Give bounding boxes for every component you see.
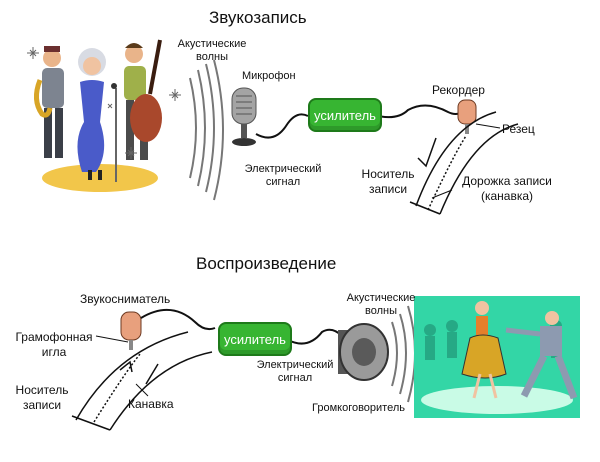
playback-title: Воспроизведение (196, 254, 337, 273)
pickup-icon (120, 311, 142, 350)
wire-pickup-to-amp (140, 309, 216, 331)
microphone-label: Микрофон (242, 70, 296, 82)
electric-signal-label-playback: Электрический сигнал (256, 359, 334, 384)
speaker-label: Громкоговоритель (312, 402, 405, 414)
record-medium-recording (409, 111, 519, 215)
speaker-icon (338, 323, 389, 381)
medium-label-recording: Носитель записи (361, 167, 415, 196)
cutter-label: Резец (502, 122, 535, 136)
cutter-pointer (475, 123, 501, 129)
dancing-couple-illustration (414, 296, 580, 418)
amplifier-box-playback: усилитель (218, 322, 292, 356)
recording-title: Звукозапись (209, 8, 307, 27)
pickup-label: Звукосниматель (80, 292, 171, 306)
wire-amp-to-recorder (377, 104, 463, 119)
groove-label: Канавка (128, 397, 174, 411)
acoustic-waves-recording (189, 59, 224, 201)
track-pointer (431, 189, 453, 199)
recorder-icon (457, 99, 477, 134)
direction-arrow-recording (417, 137, 437, 168)
record-medium-playback (71, 331, 213, 431)
acoustic-waves-label-recording: Акустические волны (177, 38, 247, 63)
medium-label-playback: Носитель записи (15, 383, 69, 412)
needle-pointer (95, 335, 129, 343)
groove-pointer (135, 383, 149, 397)
wire-mic-to-amp (255, 113, 309, 139)
microphone-icon (231, 87, 257, 146)
recorder-label: Рекордер (432, 83, 485, 97)
direction-arrow-playback (145, 363, 159, 385)
acoustic-waves-playback (391, 305, 416, 403)
band-illustration (27, 39, 181, 192)
acoustic-waves-label-playback: Акустические волны (346, 292, 416, 317)
amplifier-box-recording: усилитель (308, 98, 382, 132)
electric-signal-label-recording: Электрический сигнал (244, 163, 322, 188)
wire-amp-to-speaker (287, 328, 343, 345)
track-label: Дорожка записи (канавка) (462, 174, 552, 203)
needle-label: Грамофонная игла (15, 330, 93, 359)
